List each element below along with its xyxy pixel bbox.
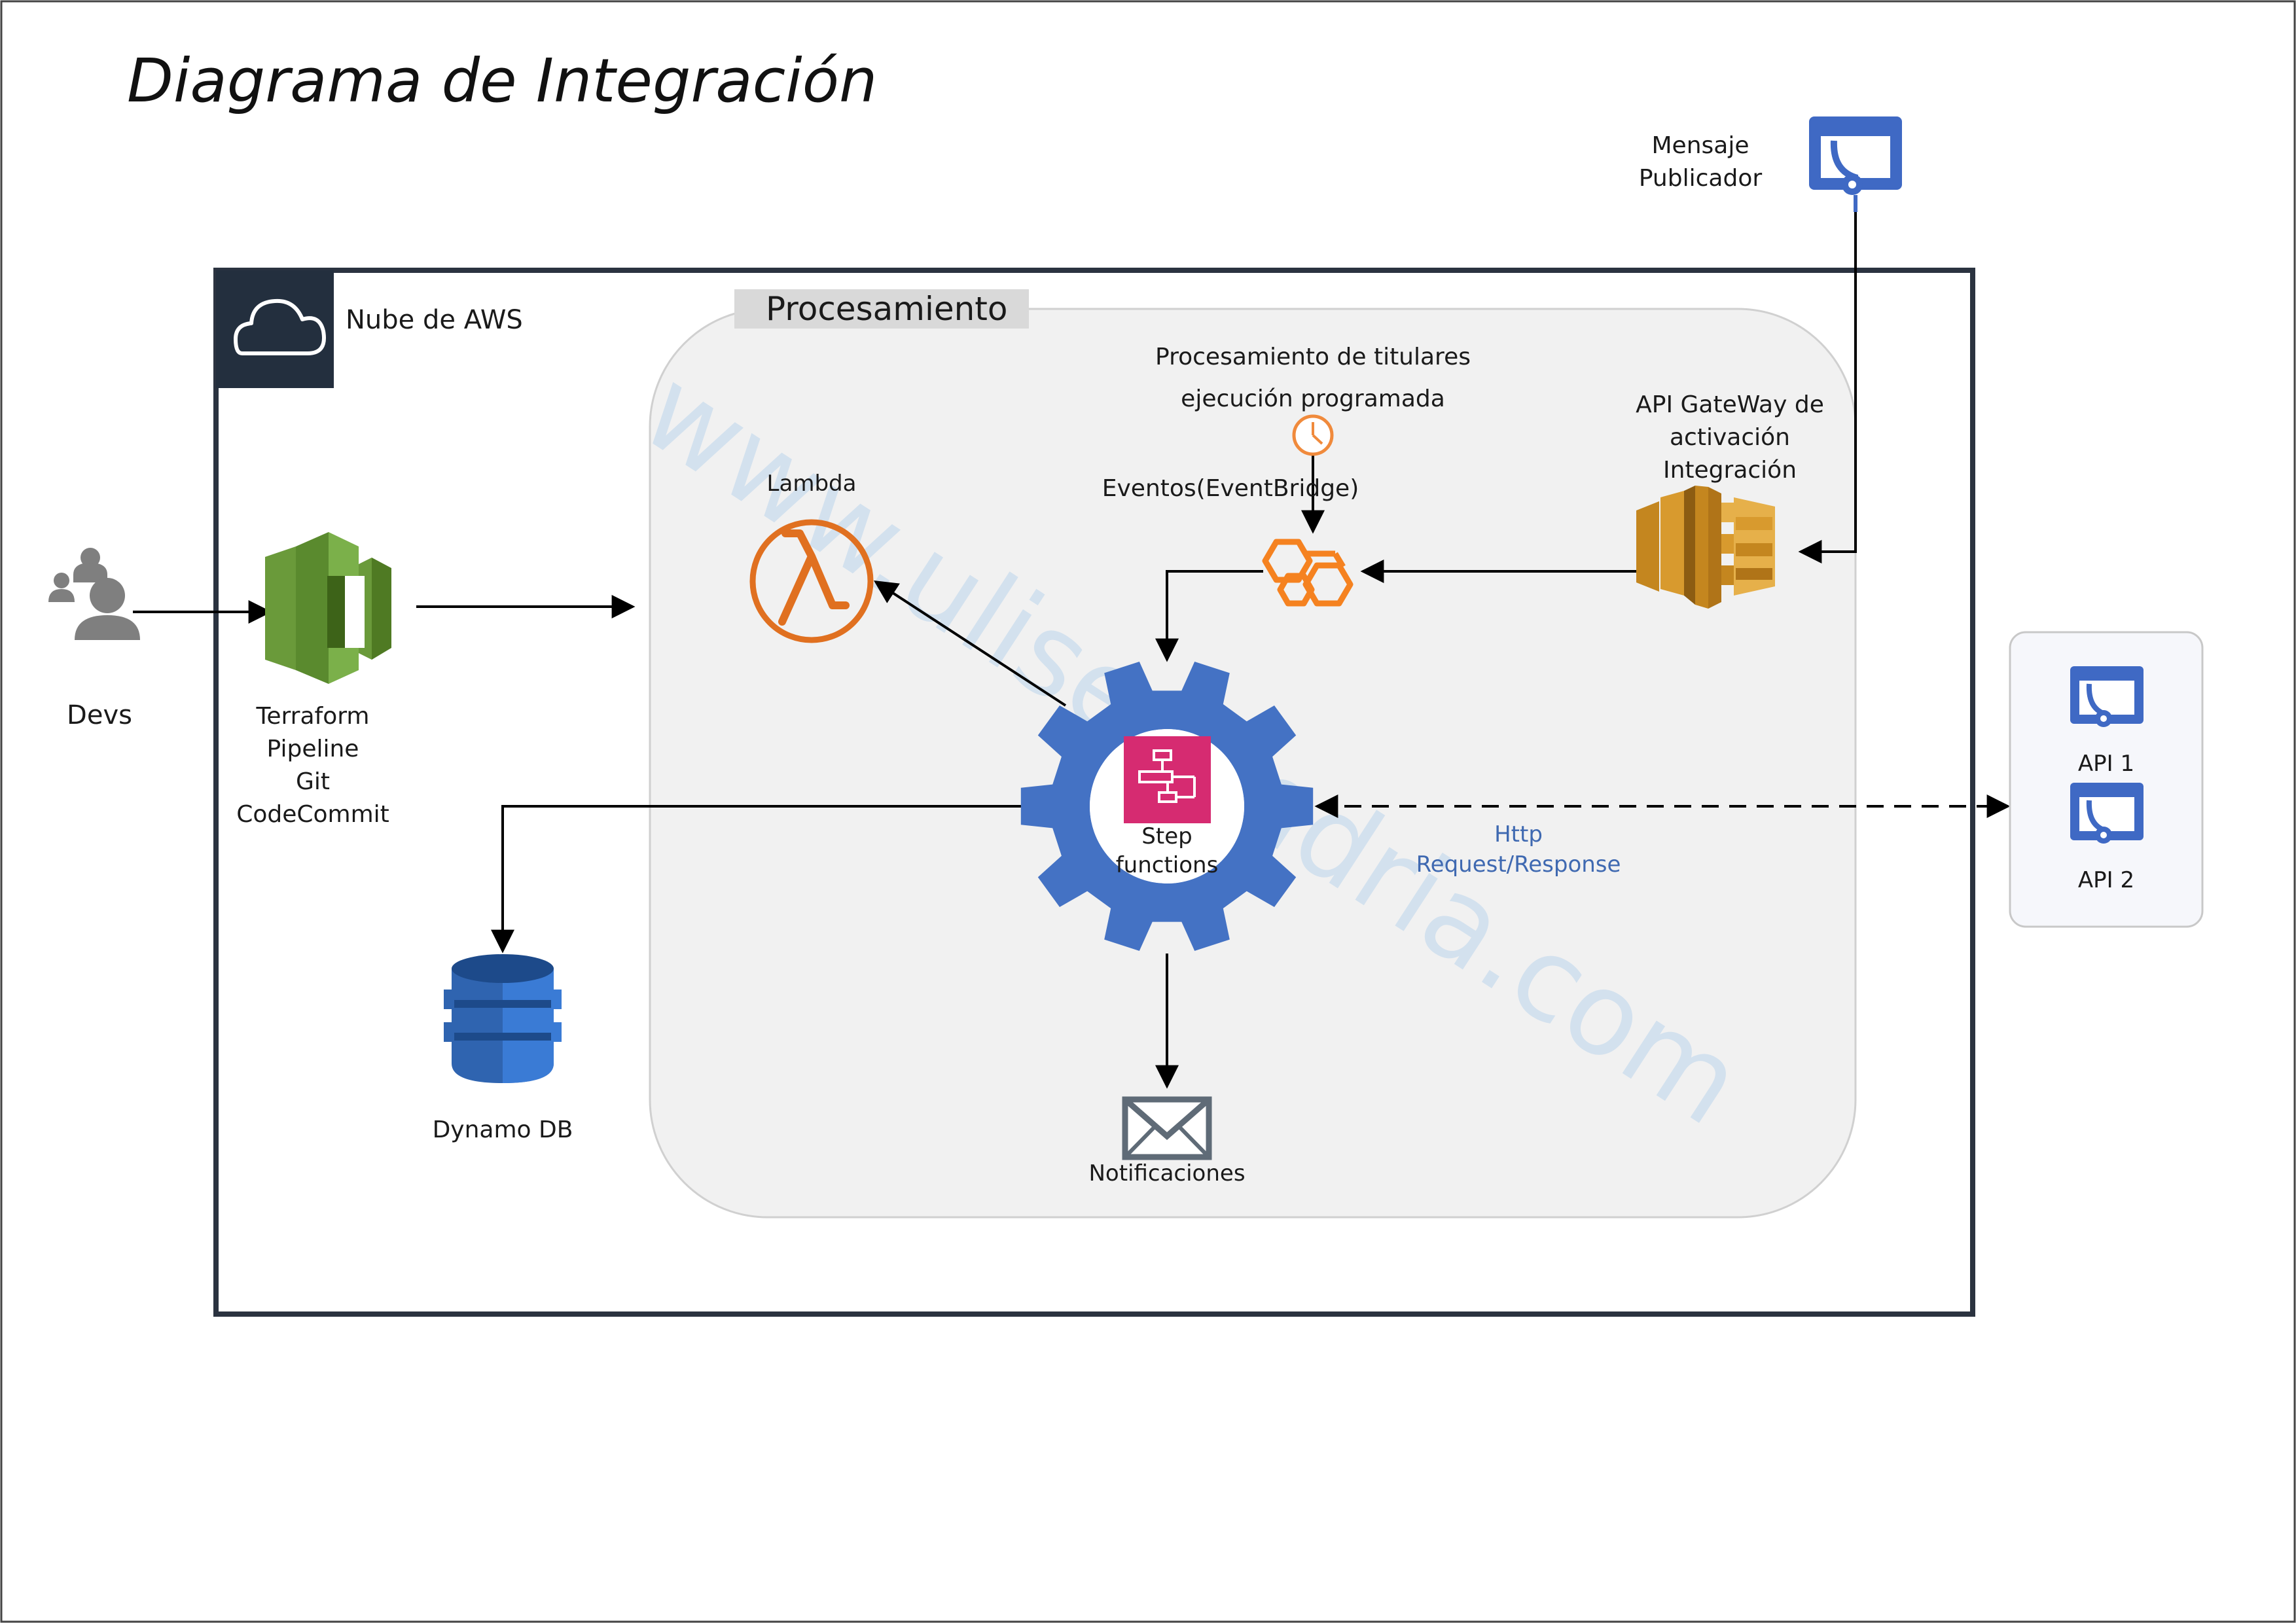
processing-label: Procesamiento	[766, 290, 1008, 328]
eventbridge-label: Eventos(EventBridge)	[1102, 475, 1359, 502]
codecommit-icon	[265, 532, 391, 684]
step-functions-label: Step functions	[1116, 822, 1219, 880]
step-functions-icon	[1124, 736, 1211, 823]
cloud-icon	[234, 298, 326, 355]
scheduler-label-line: Procesamiento de titulares	[1155, 344, 1471, 370]
http-edge-label-line: Request/Response	[1416, 851, 1621, 878]
pipeline-label: Terraform Pipeline Git CodeCommit	[236, 700, 389, 831]
pipeline-label-line: Terraform	[256, 703, 370, 730]
lambda-label: Lambda	[766, 471, 857, 497]
scheduler-label-line: ejecución programada	[1181, 385, 1445, 412]
api-1-icon	[2070, 666, 2144, 727]
aws-cloud-label: Nube de AWS	[346, 305, 523, 335]
lambda-icon	[749, 519, 874, 643]
pipeline-label-line: Git	[295, 768, 331, 795]
pipeline-label-line: Pipeline	[266, 736, 359, 762]
external-apis-panel	[2009, 631, 2204, 928]
dynamodb-icon	[444, 954, 562, 1083]
api-2-icon	[2070, 783, 2144, 844]
processing-label-bg	[734, 289, 1029, 329]
http-edge-label-line: Http	[1494, 821, 1543, 847]
publisher-label: Mensaje Publicador	[1639, 130, 1762, 195]
api-gateway-label: API GateWay de activación Integración	[1636, 389, 1824, 487]
scheduler-label: Procesamiento de titulares ejecución pro…	[1155, 336, 1471, 420]
eventbridge-icon	[1262, 539, 1354, 607]
api-gateway-label-line: activación	[1670, 424, 1790, 451]
publisher-label-line: Mensaje	[1651, 132, 1749, 159]
api-1-label: API 1	[2077, 751, 2135, 777]
api-gateway-icon	[1636, 486, 1775, 609]
publisher-icon	[1809, 116, 1902, 212]
page-title: Diagrama de Integración	[127, 46, 878, 116]
notifications-label: Notificaciones	[1088, 1160, 1246, 1186]
envelope-icon	[1122, 1096, 1212, 1160]
edge-stepfunctions-dynamodb	[491, 805, 1021, 954]
api-2-label: API 2	[2077, 867, 2135, 893]
publisher-label-line: Publicador	[1638, 165, 1763, 192]
aws-cloud-header	[216, 270, 334, 388]
api-gateway-label-line: Integración	[1662, 457, 1797, 484]
gear-shape	[1020, 662, 1314, 951]
edge-eventbridge-stepfunctions	[1155, 570, 1263, 662]
step-functions-label-line: Step	[1141, 823, 1193, 849]
edge-stepfunctions-lambda	[873, 580, 1067, 707]
pipeline-label-line: CodeCommit	[236, 801, 389, 828]
devs-label: Devs	[67, 700, 132, 730]
dynamodb-label: Dynamo DB	[432, 1116, 573, 1143]
api-gateway-label-line: API GateWay de	[1636, 391, 1824, 418]
http-edge-label: Http Request/Response	[1416, 819, 1621, 880]
clock-icon	[1292, 414, 1334, 456]
edge-publisher-apigateway	[1798, 211, 1857, 563]
aws-cloud-frame	[213, 268, 1975, 1317]
users-icon	[48, 548, 140, 640]
step-functions-label-line: functions	[1115, 852, 1219, 878]
